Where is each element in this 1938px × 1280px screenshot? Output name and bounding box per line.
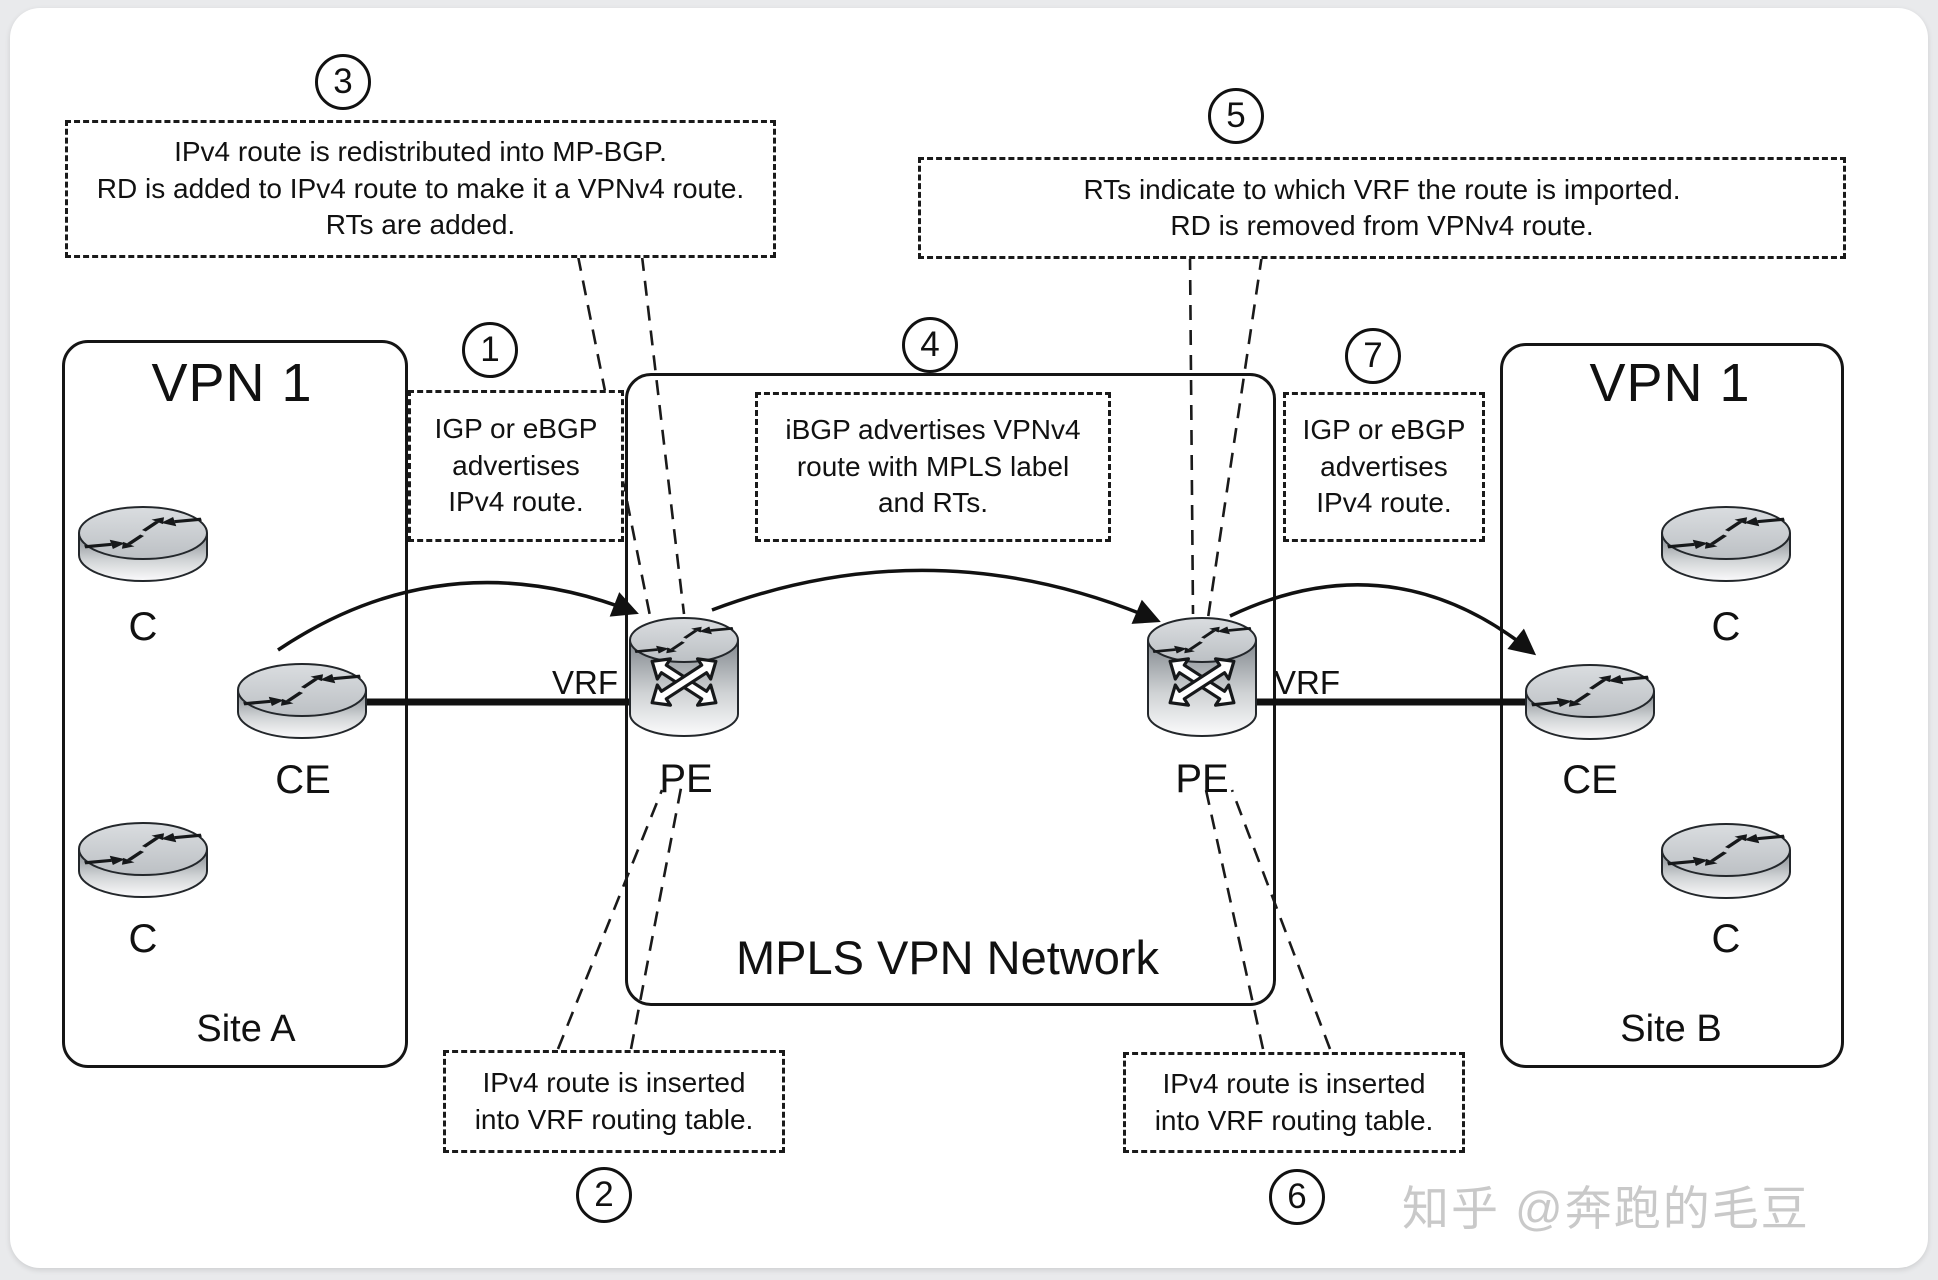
step-6-number-badge: 6 <box>1269 1169 1325 1225</box>
router-icon-c-bottom-left <box>79 823 207 897</box>
leader-step2-to-pe-left-b <box>629 787 683 1050</box>
leader-step2-to-pe-left-a <box>556 789 664 1050</box>
vpn1-title-right: VPN 1 <box>1589 353 1751 413</box>
pe-router-icon-right <box>1148 618 1256 736</box>
arrow-pe-to-ce-igp <box>1229 583 1537 656</box>
leader-lines <box>556 254 1332 1050</box>
vpn1-title-left: VPN 1 <box>151 353 313 413</box>
vrf-label-right: VRF <box>1274 664 1340 701</box>
site-a-label: Site A <box>196 1008 296 1050</box>
step-7-callout: IGP or eBGP advertises IPv4 route. <box>1283 392 1485 542</box>
router-label-c-top-left: C <box>128 605 158 649</box>
router-label-pe-right: PE <box>1175 757 1229 801</box>
arrow-ce-to-pe-igp <box>277 580 639 652</box>
step-7-number-badge: 7 <box>1345 328 1401 384</box>
leader-step3-to-pe-left-b <box>640 255 686 615</box>
leader-step5-to-pe-right-a <box>1188 254 1195 615</box>
router-icon-c-bottom-right <box>1662 824 1790 898</box>
route-advertisement-arrows <box>277 568 1537 656</box>
step-4-text: iBGP advertises VPNv4 route with MPLS la… <box>785 414 1081 519</box>
router-icon-c-top-left <box>79 507 207 581</box>
step-3-text: IPv4 route is redistributed into MP-BGP.… <box>96 136 745 241</box>
router-label-ce-left: CE <box>275 758 331 802</box>
step-2-number-badge: 2 <box>576 1167 632 1223</box>
router-label-c-bottom-right: C <box>1711 917 1741 961</box>
vrf-label-left: VRF <box>552 664 618 701</box>
pe-router-icon-left <box>630 618 738 736</box>
step-1-text: IGP or eBGP advertises IPv4 route. <box>434 413 598 518</box>
leader-step5-to-pe-right-b <box>1206 254 1264 619</box>
mpls-vpn-network-box <box>625 373 1276 1006</box>
mpls-vpn-network-title: MPLS VPN Network <box>735 931 1160 984</box>
router-icon-c-top-right <box>1662 507 1790 581</box>
step-3-number-badge: 3 <box>315 54 371 110</box>
step-4-number-badge: 4 <box>902 317 958 373</box>
step-1-number-badge: 1 <box>462 322 518 378</box>
step-4-callout: iBGP advertises VPNv4 route with MPLS la… <box>755 392 1111 542</box>
step-1-callout: IGP or eBGP advertises IPv4 route. <box>408 390 624 542</box>
router-label-c-bottom-left: C <box>128 917 158 961</box>
leader-step6-to-pe-right-b <box>1230 789 1332 1050</box>
step-5-text: RTs indicate to which VRF the route is i… <box>1083 173 1681 241</box>
step-6-text: IPv4 route is inserted into VRF routing … <box>1154 1068 1434 1136</box>
zhihu-watermark: 知乎 @奔跑的毛豆 <box>1402 1182 1810 1235</box>
site-b-label: Site B <box>1620 1008 1722 1050</box>
step-3-callout: IPv4 route is redistributed into MP-BGP.… <box>65 120 776 258</box>
router-label-ce-right: CE <box>1562 758 1618 802</box>
router-icon-ce-left <box>238 664 366 738</box>
step-5-number-badge: 5 <box>1208 88 1264 144</box>
step-6-callout: IPv4 route is inserted into VRF routing … <box>1123 1052 1465 1153</box>
step-2-text: IPv4 route is inserted into VRF routing … <box>474 1067 754 1135</box>
arrow-pe-to-pe-ibgp <box>711 568 1161 624</box>
step-7-text: IGP or eBGP advertises IPv4 route. <box>1302 414 1466 519</box>
step-2-callout: IPv4 route is inserted into VRF routing … <box>443 1050 785 1153</box>
leader-step6-to-pe-right-a <box>1204 789 1265 1050</box>
router-label-c-top-right: C <box>1711 605 1741 649</box>
router-icons <box>79 507 1790 898</box>
step-5-callout: RTs indicate to which VRF the route is i… <box>918 157 1846 259</box>
router-icon-ce-right <box>1526 665 1654 739</box>
router-label-pe-left: PE <box>659 757 713 801</box>
